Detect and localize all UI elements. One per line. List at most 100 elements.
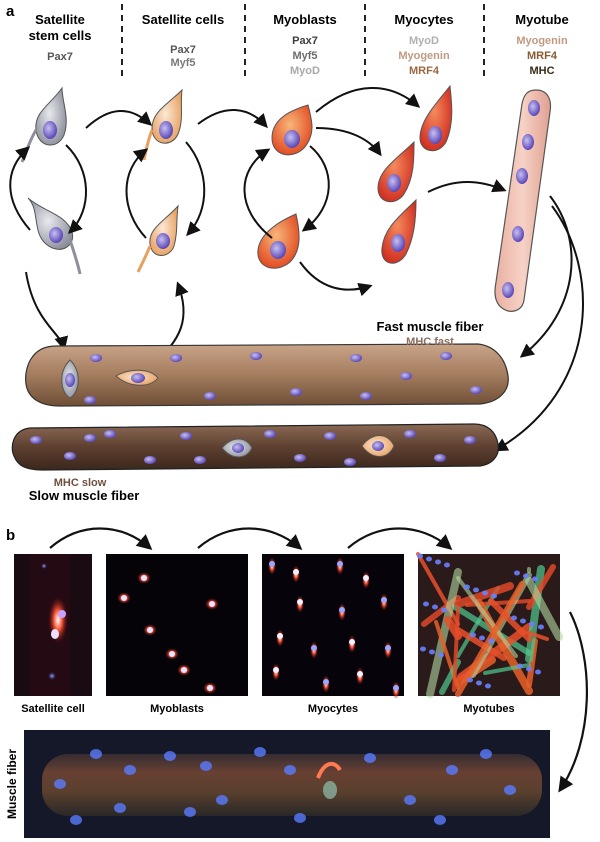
nucleus xyxy=(479,635,485,641)
nucleus xyxy=(294,813,306,823)
nucleus xyxy=(84,396,96,404)
myotube xyxy=(494,89,552,312)
myoblast xyxy=(257,213,300,269)
nucleus xyxy=(520,618,526,624)
satellite-cell xyxy=(142,88,183,161)
slow-fiber-label: Slow muscle fiber xyxy=(29,488,140,503)
myotube-strand xyxy=(452,608,460,692)
nucleus xyxy=(180,432,192,440)
stage-marker: Myf5 xyxy=(170,57,195,69)
nucleus xyxy=(426,556,432,562)
stage-marker: Pax7 xyxy=(170,44,196,56)
nucleus xyxy=(480,749,492,759)
satellite-stem-cell xyxy=(20,86,67,163)
micrograph-label: Myoblasts xyxy=(150,703,204,715)
nucleus xyxy=(169,651,175,657)
nucleus xyxy=(438,652,444,658)
nucleus xyxy=(124,765,136,775)
stage-marker: Myf5 xyxy=(292,50,317,62)
panel-a-letter: a xyxy=(6,3,15,20)
myoblast xyxy=(271,104,313,156)
myocyte xyxy=(377,140,415,203)
nucleus xyxy=(467,677,473,683)
nucleus xyxy=(293,569,299,575)
nucleus xyxy=(311,645,317,651)
nucleus xyxy=(529,621,535,627)
micrograph-label: Myocytes xyxy=(308,703,358,715)
nucleus xyxy=(535,669,541,675)
fast-muscle-fiber xyxy=(25,343,509,407)
nucleus xyxy=(400,372,412,380)
muscle-fiber-label: Muscle fiber xyxy=(5,749,19,819)
myotube-strand xyxy=(526,564,556,610)
micrograph-myotubes xyxy=(416,552,563,698)
stage-marker: MyoD xyxy=(409,35,439,47)
nucleus xyxy=(54,779,66,789)
nucleus xyxy=(264,430,276,438)
nucleus xyxy=(522,134,534,150)
nucleus xyxy=(429,649,435,655)
nucleus xyxy=(349,639,355,645)
nucleus xyxy=(339,607,345,613)
stage-marker: Pax7 xyxy=(47,51,73,63)
nucleus xyxy=(273,667,279,673)
nucleus xyxy=(538,624,544,630)
nucleus xyxy=(30,436,42,444)
nucleus xyxy=(297,599,303,605)
stage-title: stem cells xyxy=(29,28,92,43)
nucleus xyxy=(357,671,363,677)
nucleus xyxy=(216,795,228,805)
stage-headers: Satellite stem cells Pax7 Satellite cell… xyxy=(29,12,569,77)
nucleus xyxy=(381,597,387,603)
stage-marker: Myogenin xyxy=(516,35,568,47)
satellite-cell-on-fiber xyxy=(361,435,395,457)
satellite-cell-on-fiber xyxy=(115,369,159,386)
satellite-cell xyxy=(136,204,179,273)
nucleus xyxy=(528,100,540,116)
nucleus xyxy=(393,685,399,691)
nucleus xyxy=(170,354,182,362)
satellite-stem-cell xyxy=(27,197,82,275)
nucleus xyxy=(344,458,356,466)
nucleus xyxy=(511,615,517,621)
nucleus xyxy=(204,392,216,400)
nucleus xyxy=(250,352,262,360)
nucleus xyxy=(200,761,212,771)
lineage-arrows xyxy=(9,87,584,452)
nucleus xyxy=(434,815,446,825)
nucleus xyxy=(526,666,532,672)
myotube-strand xyxy=(455,627,507,661)
nucleus xyxy=(164,751,176,761)
nucleus xyxy=(473,587,479,593)
myotube-strand xyxy=(525,565,545,663)
nucleus xyxy=(435,559,441,565)
myocyte xyxy=(381,198,417,264)
nucleus xyxy=(121,595,127,601)
stage-title: Myocytes xyxy=(394,12,453,27)
stage-marker: MyoD xyxy=(290,65,320,77)
stem-cell-on-fiber xyxy=(221,438,253,458)
nucleus xyxy=(147,627,153,633)
nucleus xyxy=(84,434,96,442)
nucleus xyxy=(209,601,215,607)
nucleus xyxy=(476,680,482,686)
nucleus xyxy=(181,667,187,673)
stage-title: Myotube xyxy=(515,12,568,27)
stage-marker: Pax7 xyxy=(292,35,318,47)
nucleus xyxy=(423,601,429,607)
nucleus xyxy=(350,354,362,362)
nucleus xyxy=(482,590,488,596)
nucleus xyxy=(64,452,76,460)
nucleus xyxy=(470,386,482,394)
nucleus xyxy=(337,561,343,567)
nucleus xyxy=(464,436,476,444)
slow-muscle-fiber xyxy=(11,423,499,471)
nucleus xyxy=(404,795,416,805)
nucleus xyxy=(104,430,116,438)
nucleus xyxy=(470,632,476,638)
nucleus xyxy=(70,815,82,825)
myotube-strand xyxy=(426,568,462,698)
nucleus xyxy=(417,553,423,559)
nucleus xyxy=(502,282,514,298)
